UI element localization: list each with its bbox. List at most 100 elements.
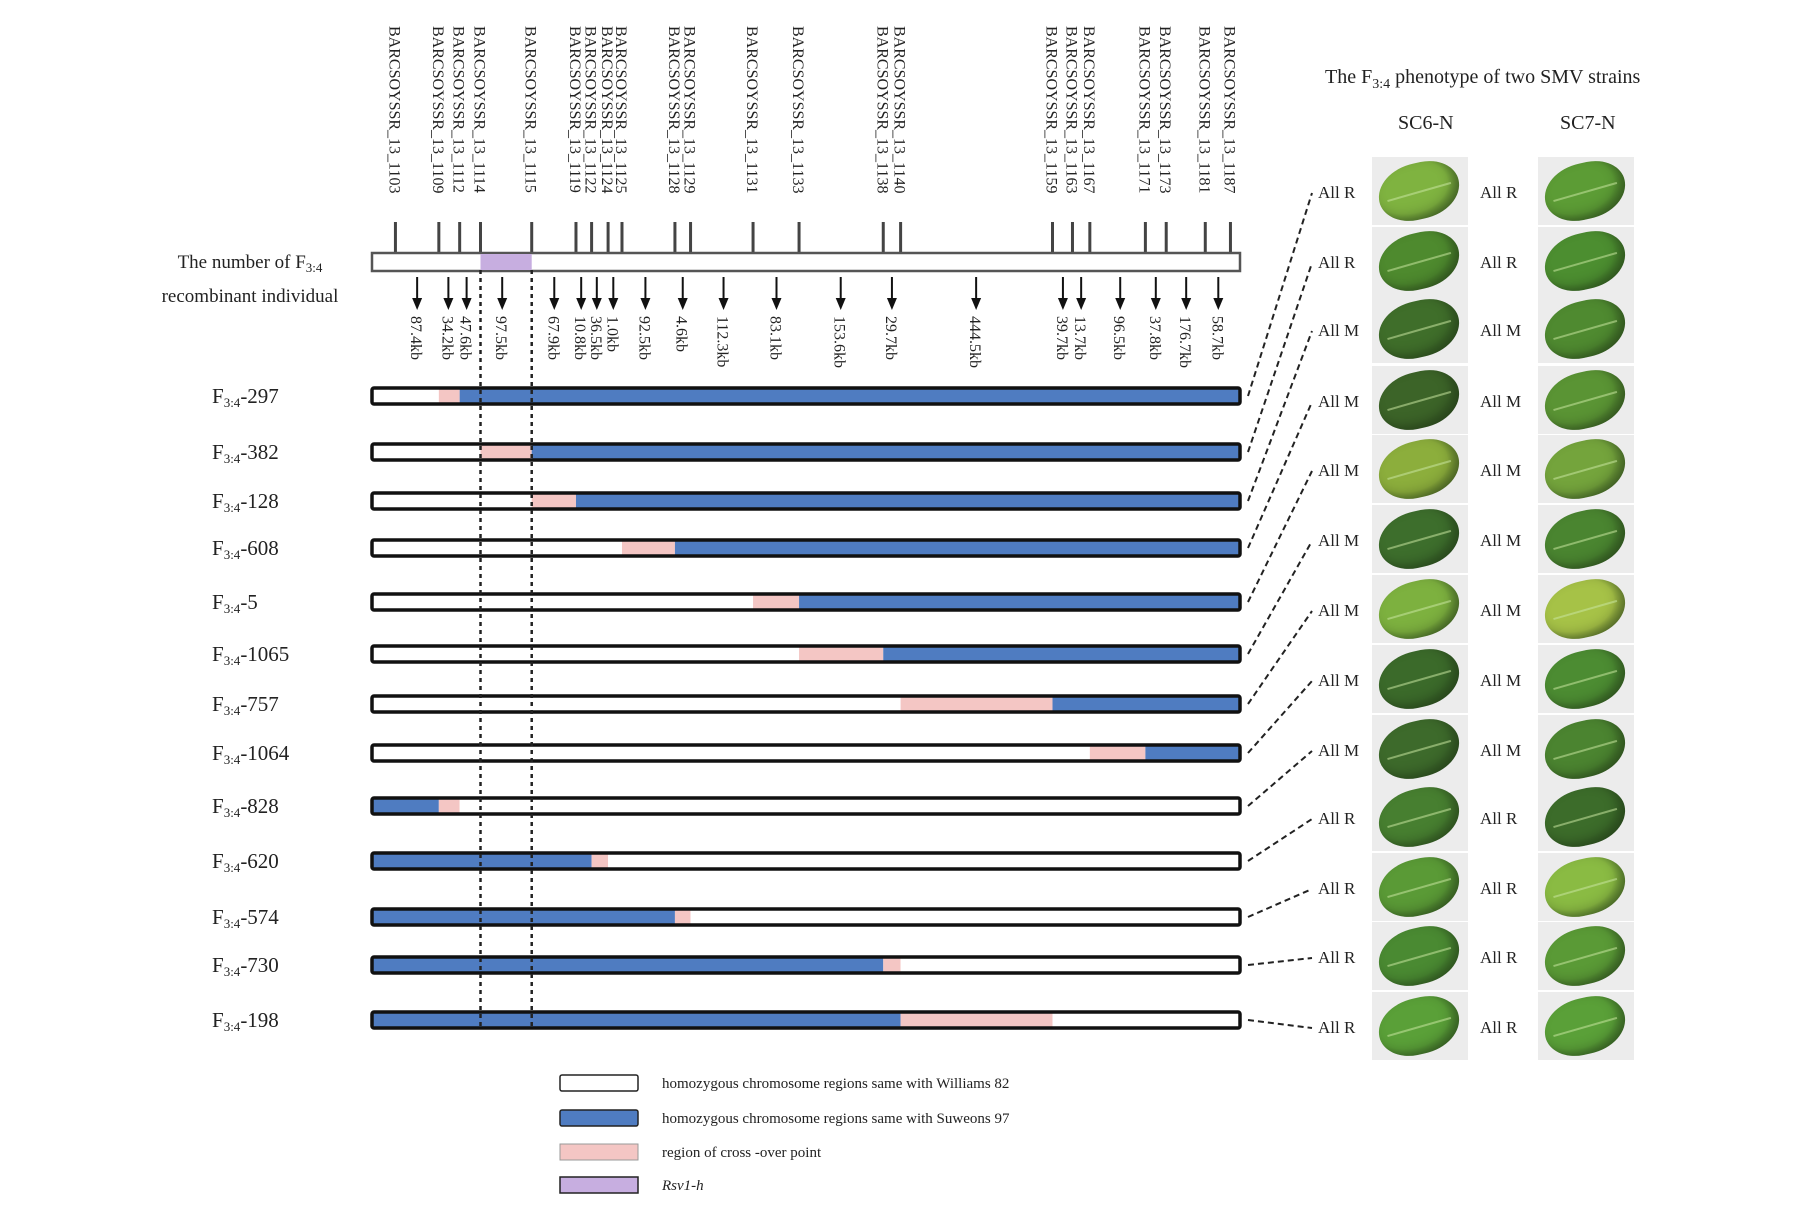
leaf-photo-sc6 — [1372, 435, 1468, 503]
phenotype-sc6: All M — [1318, 601, 1360, 620]
leaf-icon — [1373, 992, 1465, 1060]
legend-blue-swatch — [559, 1109, 639, 1127]
recombinant-labels: F3:4-297F3:4-382F3:4-128F3:4-608F3:4-5F3… — [212, 384, 290, 1034]
phenotype-sc7: All M — [1480, 461, 1522, 480]
interval-label: 444.5kb — [966, 316, 983, 368]
recombinant-label: F3:4-198 — [212, 1008, 279, 1034]
recombinant-label: F3:4-297 — [212, 384, 279, 410]
recombinant-bar-outline — [370, 491, 1242, 511]
marker-label: BARCSOYSSR_13_1125 — [612, 26, 629, 193]
leaf-photo-sc7 — [1538, 783, 1634, 851]
connector-dash — [1247, 330, 1313, 502]
leaf-photo-sc6 — [1372, 575, 1468, 643]
leaf-icon — [1539, 227, 1631, 295]
leaf-icon — [1373, 435, 1465, 503]
interval-label: 47.6kb — [457, 316, 474, 360]
recombinant-label: F3:4-1064 — [212, 741, 290, 767]
marker-label: BARCSOYSSR_13_1122 — [582, 26, 599, 193]
recombinant-label: F3:4-828 — [212, 794, 279, 820]
leaf-photo-sc7 — [1538, 645, 1634, 713]
segment-right — [1052, 696, 1240, 712]
connector-dash — [1247, 888, 1313, 918]
leaf-icon — [1373, 783, 1465, 851]
arrow-head-icon — [677, 298, 688, 310]
segment-left — [372, 798, 439, 814]
leaf-photo-sc7 — [1538, 366, 1634, 434]
interval-label: 13.7kb — [1071, 316, 1088, 360]
interval-label: 96.5kb — [1110, 316, 1127, 360]
marker-label: BARCSOYSSR_13_1159 — [1043, 26, 1060, 193]
segment-crossover — [674, 909, 691, 925]
connector-dash — [1247, 957, 1313, 966]
recombinant-label: F3:4-382 — [212, 440, 279, 466]
interval-label: 87.4kb — [407, 316, 424, 360]
recombinant-bar-outline — [370, 907, 1242, 927]
phenotype-sc7: All R — [1480, 809, 1518, 828]
segment-left — [372, 745, 1090, 761]
interval-label: 4.6kb — [673, 316, 690, 352]
phenotype-sc6: All M — [1318, 392, 1360, 411]
segment-right — [674, 540, 1240, 556]
marker-label: BARCSOYSSR_13_1119 — [566, 26, 583, 193]
segment-crossover — [799, 646, 884, 662]
recombinant-bar-outline — [370, 851, 1242, 871]
phenotype-sc6: All M — [1318, 461, 1360, 480]
segment-right — [608, 853, 1240, 869]
phenotype-sc6: All R — [1318, 183, 1356, 202]
phenotype-sc7: All M — [1480, 392, 1522, 411]
recombinant-bar-outline — [370, 538, 1242, 558]
title-number-line1: The number of F3:4 — [178, 252, 323, 275]
segment-crossover — [438, 798, 460, 814]
leaf-photo-sc7 — [1538, 157, 1634, 225]
marker-label: BARCSOYSSR_13_1124 — [598, 26, 615, 193]
phenotype-sc6: All R — [1318, 253, 1356, 272]
rsv1-h-region — [480, 254, 532, 270]
segment-crossover — [531, 493, 576, 509]
arrow-head-icon — [718, 298, 729, 310]
interval-label: 29.7kb — [882, 316, 899, 360]
leaf-photo-sc6 — [1372, 992, 1468, 1060]
interval-label: 36.5kb — [587, 316, 604, 360]
interval-label: 58.7kb — [1208, 316, 1225, 360]
phenotype-sc7: All R — [1480, 253, 1518, 272]
recombinant-label: F3:4-1065 — [212, 642, 289, 668]
marker-label: BARCSOYSSR_13_1112 — [450, 26, 467, 193]
interval-label: 1.0kb — [603, 316, 620, 352]
marker-label: BARCSOYSSR_13_1103 — [385, 26, 402, 193]
segment-right — [900, 957, 1240, 973]
arrow-head-icon — [576, 298, 587, 310]
segment-left — [372, 909, 675, 925]
leaf-photo-sc6 — [1372, 157, 1468, 225]
segment-right — [1145, 745, 1240, 761]
recombinant-bar-outline — [370, 386, 1242, 406]
recombinant-bar-outline — [370, 796, 1242, 816]
interval-label: 112.3kb — [714, 316, 731, 367]
segment-crossover — [1089, 745, 1146, 761]
marker-label: BARCSOYSSR_13_1115 — [522, 26, 539, 193]
marker-label: BARCSOYSSR_13_1167 — [1080, 26, 1097, 193]
leaf-icon — [1539, 575, 1631, 643]
segment-right — [575, 493, 1240, 509]
phenotype-sc6: All R — [1318, 879, 1356, 898]
interval-label: 97.5kb — [492, 316, 509, 360]
leaf-photo-sc7 — [1538, 505, 1634, 573]
segment-right — [690, 909, 1240, 925]
connector-dash — [1247, 401, 1313, 549]
phenotype-title: The F3:4 phenotype of two SMV strains — [1325, 66, 1641, 92]
leaf-icon — [1539, 715, 1631, 783]
recombinant-bars — [370, 270, 1242, 1030]
legend-purple-label: Rsv1-h — [661, 1178, 704, 1194]
arrow-head-icon — [591, 298, 602, 310]
interval-label: 67.9kb — [544, 316, 561, 360]
leaf-icon — [1373, 922, 1465, 990]
phenotype-sc7: All R — [1480, 948, 1518, 967]
leaf-icon — [1539, 366, 1631, 434]
connector-dash — [1247, 818, 1313, 862]
marker-label: BARCSOYSSR_13_1181 — [1195, 26, 1212, 193]
arrow-head-icon — [443, 298, 454, 310]
recombinant-label: F3:4-608 — [212, 536, 279, 562]
arrow-head-icon — [835, 298, 846, 310]
recombinant-bar-outline — [370, 955, 1242, 975]
legend-white-label: homozygous chromosome regions same with … — [662, 1076, 1009, 1092]
